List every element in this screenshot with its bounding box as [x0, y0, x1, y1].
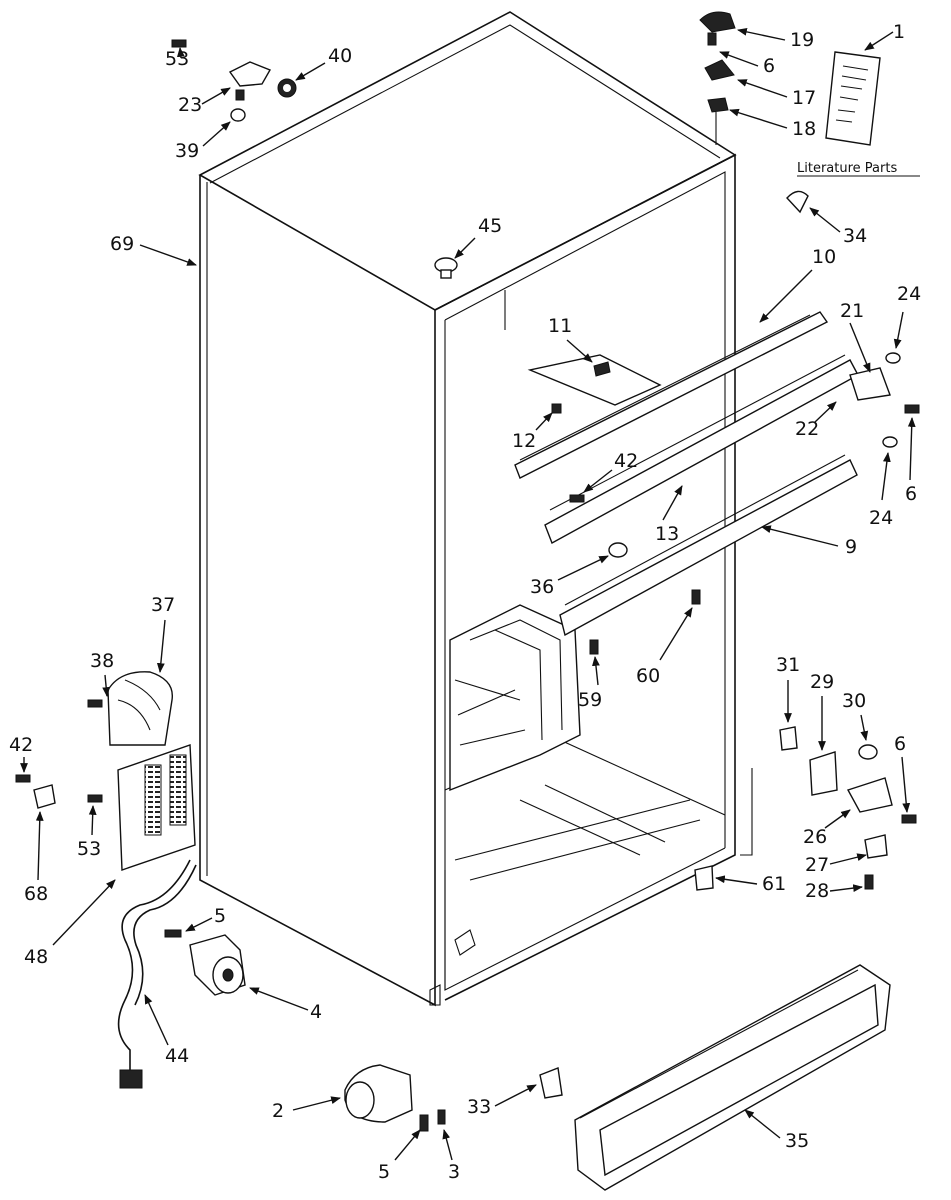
callout-40: 40	[328, 45, 352, 67]
callout-61: 61	[762, 873, 786, 895]
callout-68: 68	[24, 883, 48, 905]
callout-69: 69	[110, 233, 134, 255]
callout-13: 13	[655, 523, 679, 545]
callout-36: 36	[530, 576, 554, 598]
callout-48: 48	[24, 946, 48, 968]
callout-59: 59	[578, 689, 602, 711]
callout-37: 37	[151, 594, 175, 616]
callout-33: 33	[467, 1096, 491, 1118]
callout-30: 30	[842, 690, 866, 712]
callout-34: 34	[843, 225, 867, 247]
callout-22: 22	[795, 418, 819, 440]
callout-29: 29	[810, 671, 834, 693]
callout-6a: 6	[763, 55, 775, 77]
callout-23: 23	[178, 94, 202, 116]
rail-assembly	[514, 311, 920, 655]
callout-31: 31	[776, 654, 800, 676]
callout-21: 21	[840, 300, 864, 322]
caster-parts	[164, 929, 446, 1132]
callout-5a: 5	[214, 905, 226, 927]
cabinet-shell	[198, 11, 737, 1007]
callout-24a: 24	[897, 283, 921, 305]
callout-42a: 42	[614, 450, 638, 472]
callout-42b: 42	[9, 734, 33, 756]
callout-4: 4	[310, 1001, 322, 1023]
callout-1: 1	[893, 21, 905, 43]
toe-grille	[539, 964, 891, 1191]
upper-left-parts	[171, 39, 297, 122]
callout-38: 38	[90, 650, 114, 672]
callout-35: 35	[785, 1130, 809, 1152]
callout-53b: 53	[77, 838, 101, 860]
callout-18: 18	[792, 118, 816, 140]
lower-hinge-assembly	[694, 726, 917, 891]
callout-10: 10	[812, 246, 836, 268]
callout-60: 60	[636, 665, 660, 687]
callout-9: 9	[845, 536, 857, 558]
callout-3: 3	[448, 1161, 460, 1183]
callout-28: 28	[805, 880, 829, 902]
electrical-parts	[15, 671, 197, 1089]
callout-6b: 6	[905, 483, 917, 505]
callout-6c: 6	[894, 733, 906, 755]
callout-53a: 53	[165, 48, 189, 70]
callout-5b: 5	[378, 1161, 390, 1183]
callout-17: 17	[792, 87, 816, 109]
callouts: 1 2 3 4 5 5 6 6 6 9 10 11 12 13 17 18 19	[9, 21, 921, 1183]
callout-19: 19	[790, 29, 814, 51]
callout-39: 39	[175, 140, 199, 162]
plugs	[434, 190, 809, 279]
callout-27: 27	[805, 854, 829, 876]
top-hinge-assembly	[699, 11, 736, 145]
literature-booklet	[825, 51, 881, 146]
callout-45: 45	[478, 215, 502, 237]
callout-26: 26	[803, 826, 827, 848]
callout-11: 11	[548, 315, 572, 337]
callout-2: 2	[272, 1100, 284, 1122]
literature-caption: Literature Parts	[797, 161, 897, 176]
callout-44: 44	[165, 1045, 189, 1067]
callout-12: 12	[512, 430, 536, 452]
callout-24b: 24	[869, 507, 893, 529]
